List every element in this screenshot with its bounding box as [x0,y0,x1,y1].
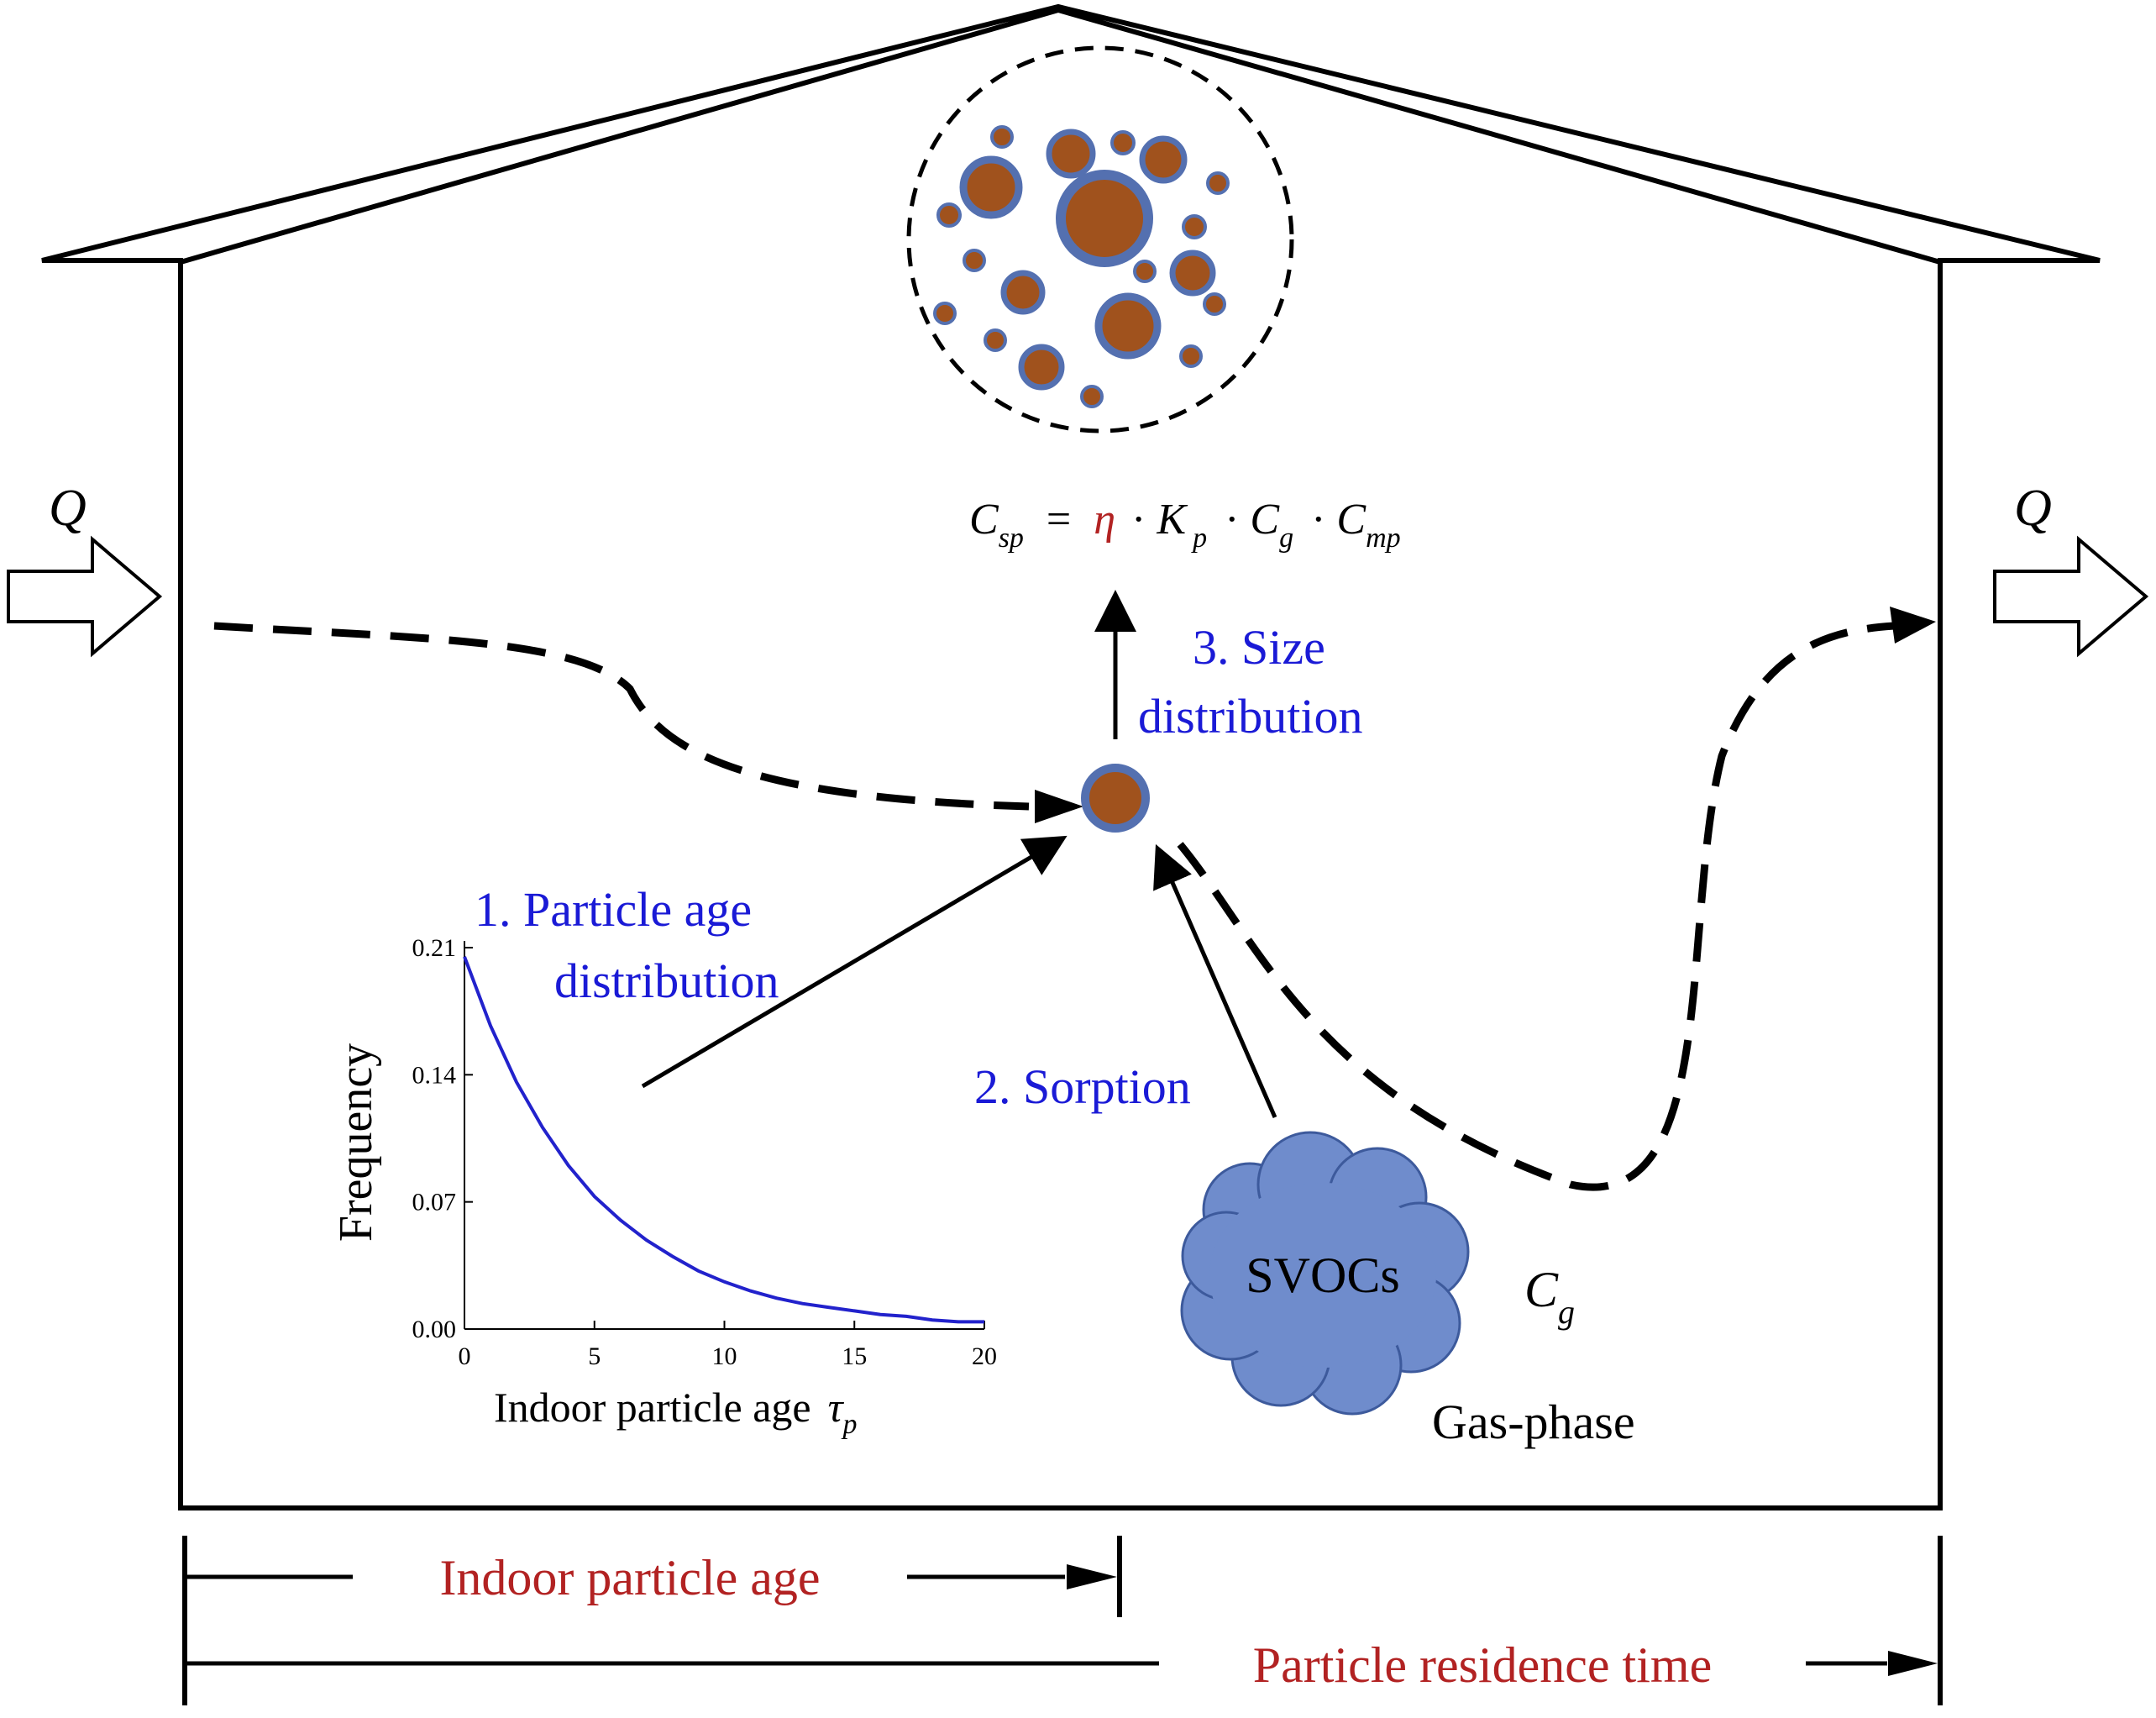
particle [1046,129,1096,179]
gas-phase-label: Gas-phase [1432,1395,1635,1449]
particle [1000,270,1046,315]
y-tick-label: 0.14 [412,1061,457,1089]
central-particle [1081,764,1150,833]
particle [933,302,957,325]
particle [1169,250,1216,297]
y-tick-label: 0.00 [412,1316,457,1343]
age-bar-arrowhead [1067,1564,1117,1589]
particle-cluster [906,45,1294,433]
timeline: Indoor particle age Particle residence t… [182,1536,1943,1705]
chart-y-axis-label: Frequency [330,1043,382,1242]
outlet-arrow [1993,535,2149,658]
particle [1133,260,1157,283]
particle [1179,344,1203,368]
y-tick-label: 0.21 [412,934,457,962]
x-tick-label: 0 [459,1342,471,1370]
house-outline [41,3,2101,1510]
particle [1139,135,1188,184]
x-tick-label: 5 [588,1342,601,1370]
particle [1206,171,1230,195]
cloud-body [1209,1183,1436,1368]
sorption-arrow [1153,843,1277,1119]
trajectory-arrowhead-out [1890,607,1936,644]
particle [1094,292,1162,360]
outlet-flow-label: Q [2014,480,2052,537]
step3-label-line1: 3. Size [1193,620,1325,675]
cluster-particles [933,125,1230,408]
step1-label-line1: 1. Particle age [475,882,752,937]
particle [963,249,986,272]
svoc-cloud: SVOCs [1180,1131,1470,1416]
x-tick-label: 10 [712,1342,737,1370]
residence-bar-arrowhead [1888,1651,1938,1676]
particle [990,125,1014,149]
indoor-particle-age-label: Indoor particle age [439,1550,820,1605]
particle-trajectory-out [1177,622,1895,1191]
particle-residence-time-label: Particle residence time [1253,1637,1712,1693]
house-roof [41,3,2101,265]
y-tick-label: 0.07 [412,1189,457,1216]
cluster-boundary [906,45,1294,433]
step2-label: 2. Sorption [974,1059,1191,1114]
particle [1018,344,1065,391]
particle-age-chart: 0 5 10 15 20 0.00 0.07 0.14 0.21 Frequency Indoo… [330,934,997,1440]
gas-concentration-symbol: Cg [1524,1262,1575,1331]
particle [1080,385,1104,408]
age-distribution-arrow [641,835,1068,1089]
particle [984,328,1007,352]
chart-ticks: 0 5 10 15 20 0.00 0.07 0.14 0.21 [412,934,998,1370]
inlet-flow-label: Q [49,480,87,537]
trajectory-arrowhead-in [1035,790,1083,823]
particle-trajectory-in [213,622,1030,811]
step3-label-line2: distribution [1138,689,1362,743]
inlet-arrow [7,535,163,658]
particle [1203,292,1226,316]
particle [1056,170,1153,267]
step1-label-line2: distribution [554,954,779,1008]
particle [1182,214,1207,239]
svoc-cloud-label: SVOCs [1246,1248,1399,1303]
particle [1110,130,1136,155]
x-tick-label: 20 [972,1342,997,1370]
x-tick-label: 15 [842,1342,867,1370]
particle [959,155,1023,219]
frequency-curve [463,956,984,1324]
particle [936,202,962,228]
